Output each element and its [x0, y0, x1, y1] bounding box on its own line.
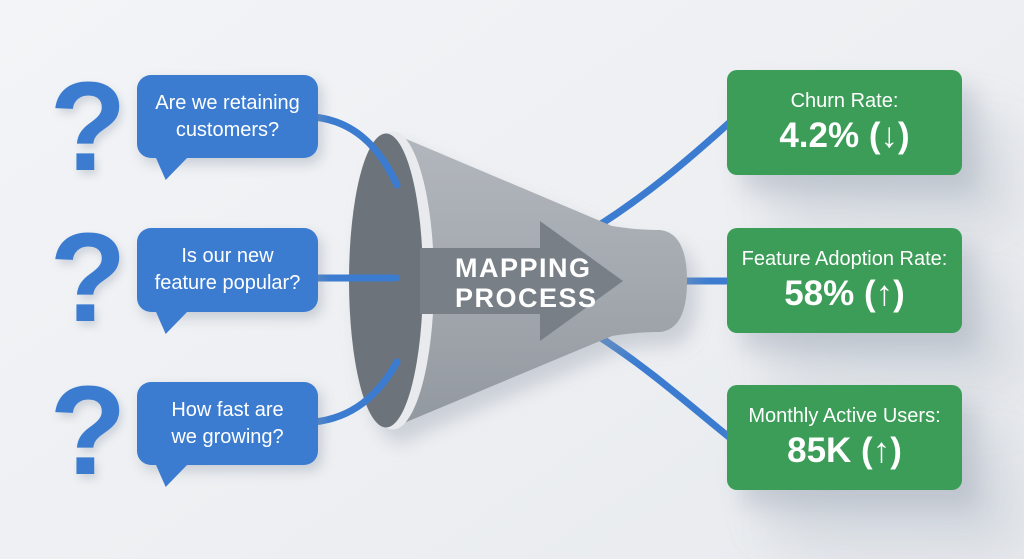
speech-bubble-feature: Is our new feature popular?	[137, 228, 318, 334]
connector-line-right-top	[594, 119, 733, 230]
speech-bubble-retention: Are we retaining customers?	[137, 75, 318, 180]
metric-value: 4.2% (↓)	[779, 116, 910, 155]
bubble-text-line2: customers?	[175, 118, 280, 141]
connector-line-left-top	[310, 113, 401, 189]
metric-label: Feature Adoption Rate:	[741, 248, 948, 270]
metric-label: Churn Rate:	[790, 90, 899, 112]
question-mark-icon: ?	[49, 56, 127, 197]
bubble-text-line2: feature popular?	[154, 272, 301, 294]
connector-line-left-bottom	[310, 358, 401, 426]
metric-value: 85K (↑)	[787, 431, 902, 470]
bubble-text-line1: Is our new	[181, 245, 274, 267]
bubble-text-line1: How fast are	[171, 398, 284, 421]
question-mark-icon: ?	[49, 207, 127, 348]
funnel-label-line2: PROCESS	[455, 283, 598, 313]
connector-line-right-bottom	[594, 332, 733, 441]
metric-card-churn-rate: Churn Rate: 4.2% (↓)	[727, 70, 962, 175]
question-mark-icon: ?	[49, 360, 127, 501]
funnel-arrow-icon	[420, 221, 623, 341]
bubble-text-line1: Are we retaining	[155, 91, 300, 114]
metric-card-feature-adoption: Feature Adoption Rate: 58% (↑)	[727, 228, 962, 333]
speech-bubble-growth: How fast are we growing?	[137, 382, 318, 487]
metric-label: Monthly Active Users:	[748, 405, 941, 427]
metric-card-monthly-active-users: Monthly Active Users: 85K (↑)	[727, 385, 962, 490]
metric-value: 58% (↑)	[784, 274, 905, 313]
funnel-label-line1: MAPPING	[455, 253, 592, 283]
bubble-text-line2: we growing?	[171, 425, 284, 448]
